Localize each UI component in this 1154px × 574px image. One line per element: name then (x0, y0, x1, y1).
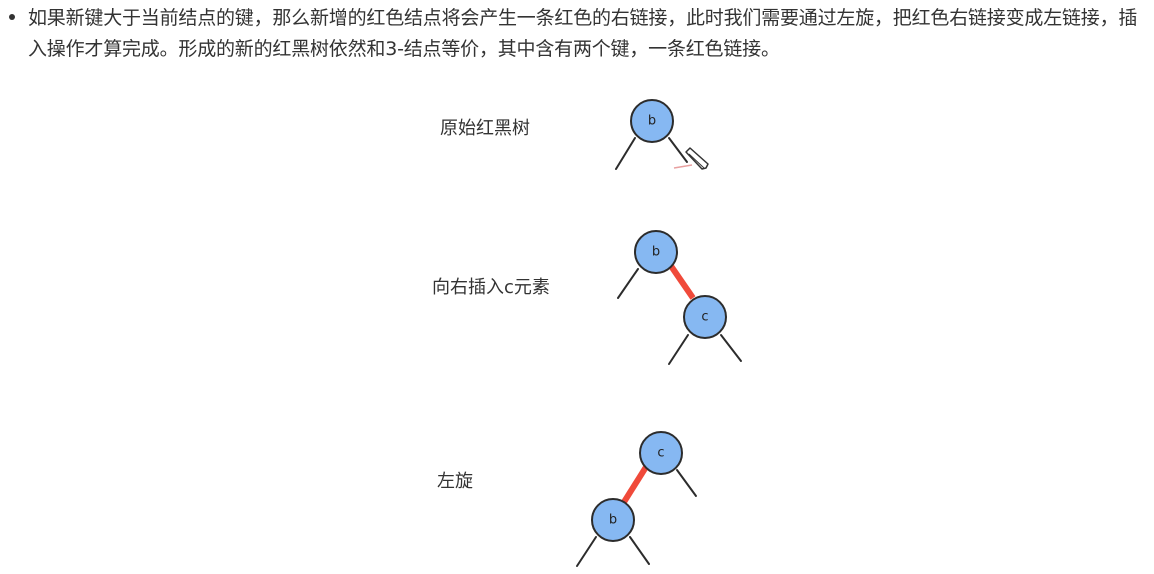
child-right-link (720, 334, 742, 362)
right-link (668, 137, 688, 163)
child-right-link (629, 536, 650, 565)
right-link (676, 469, 697, 497)
child-left-link (668, 334, 689, 365)
pencil-cursor-icon (673, 147, 709, 170)
figure-label-insert: 向右插入c元素 (432, 277, 550, 298)
node-b: b (634, 230, 678, 274)
red-left-link (621, 465, 649, 504)
figure-label-rotate: 左旋 (437, 471, 473, 492)
node-label: c (657, 446, 664, 461)
figure-label-original: 原始红黑树 (440, 118, 530, 139)
node-label: b (648, 114, 656, 129)
node-c: c (683, 295, 727, 339)
bullet-paragraph: 如果新键大于当前结点的键，那么新增的红色结点将会产生一条红色的右链接，此时我们需… (0, 0, 1154, 70)
left-link (617, 268, 639, 299)
node-c: c (639, 431, 683, 475)
node-b: b (591, 498, 635, 542)
left-link (615, 137, 636, 170)
node-b: b (630, 99, 674, 143)
red-right-link (668, 264, 696, 300)
child-left-link (576, 536, 597, 567)
node-label: b (652, 245, 660, 260)
tree-original: b (615, 99, 709, 170)
node-label: b (609, 513, 617, 528)
tree-insert: b c (617, 230, 742, 365)
node-label: c (701, 310, 708, 325)
bullet-dot (9, 14, 15, 20)
bullet-text: 如果新键大于当前结点的键，那么新增的红色结点将会产生一条红色的右链接，此时我们需… (28, 7, 1138, 60)
tree-rotate: c b (576, 431, 697, 567)
